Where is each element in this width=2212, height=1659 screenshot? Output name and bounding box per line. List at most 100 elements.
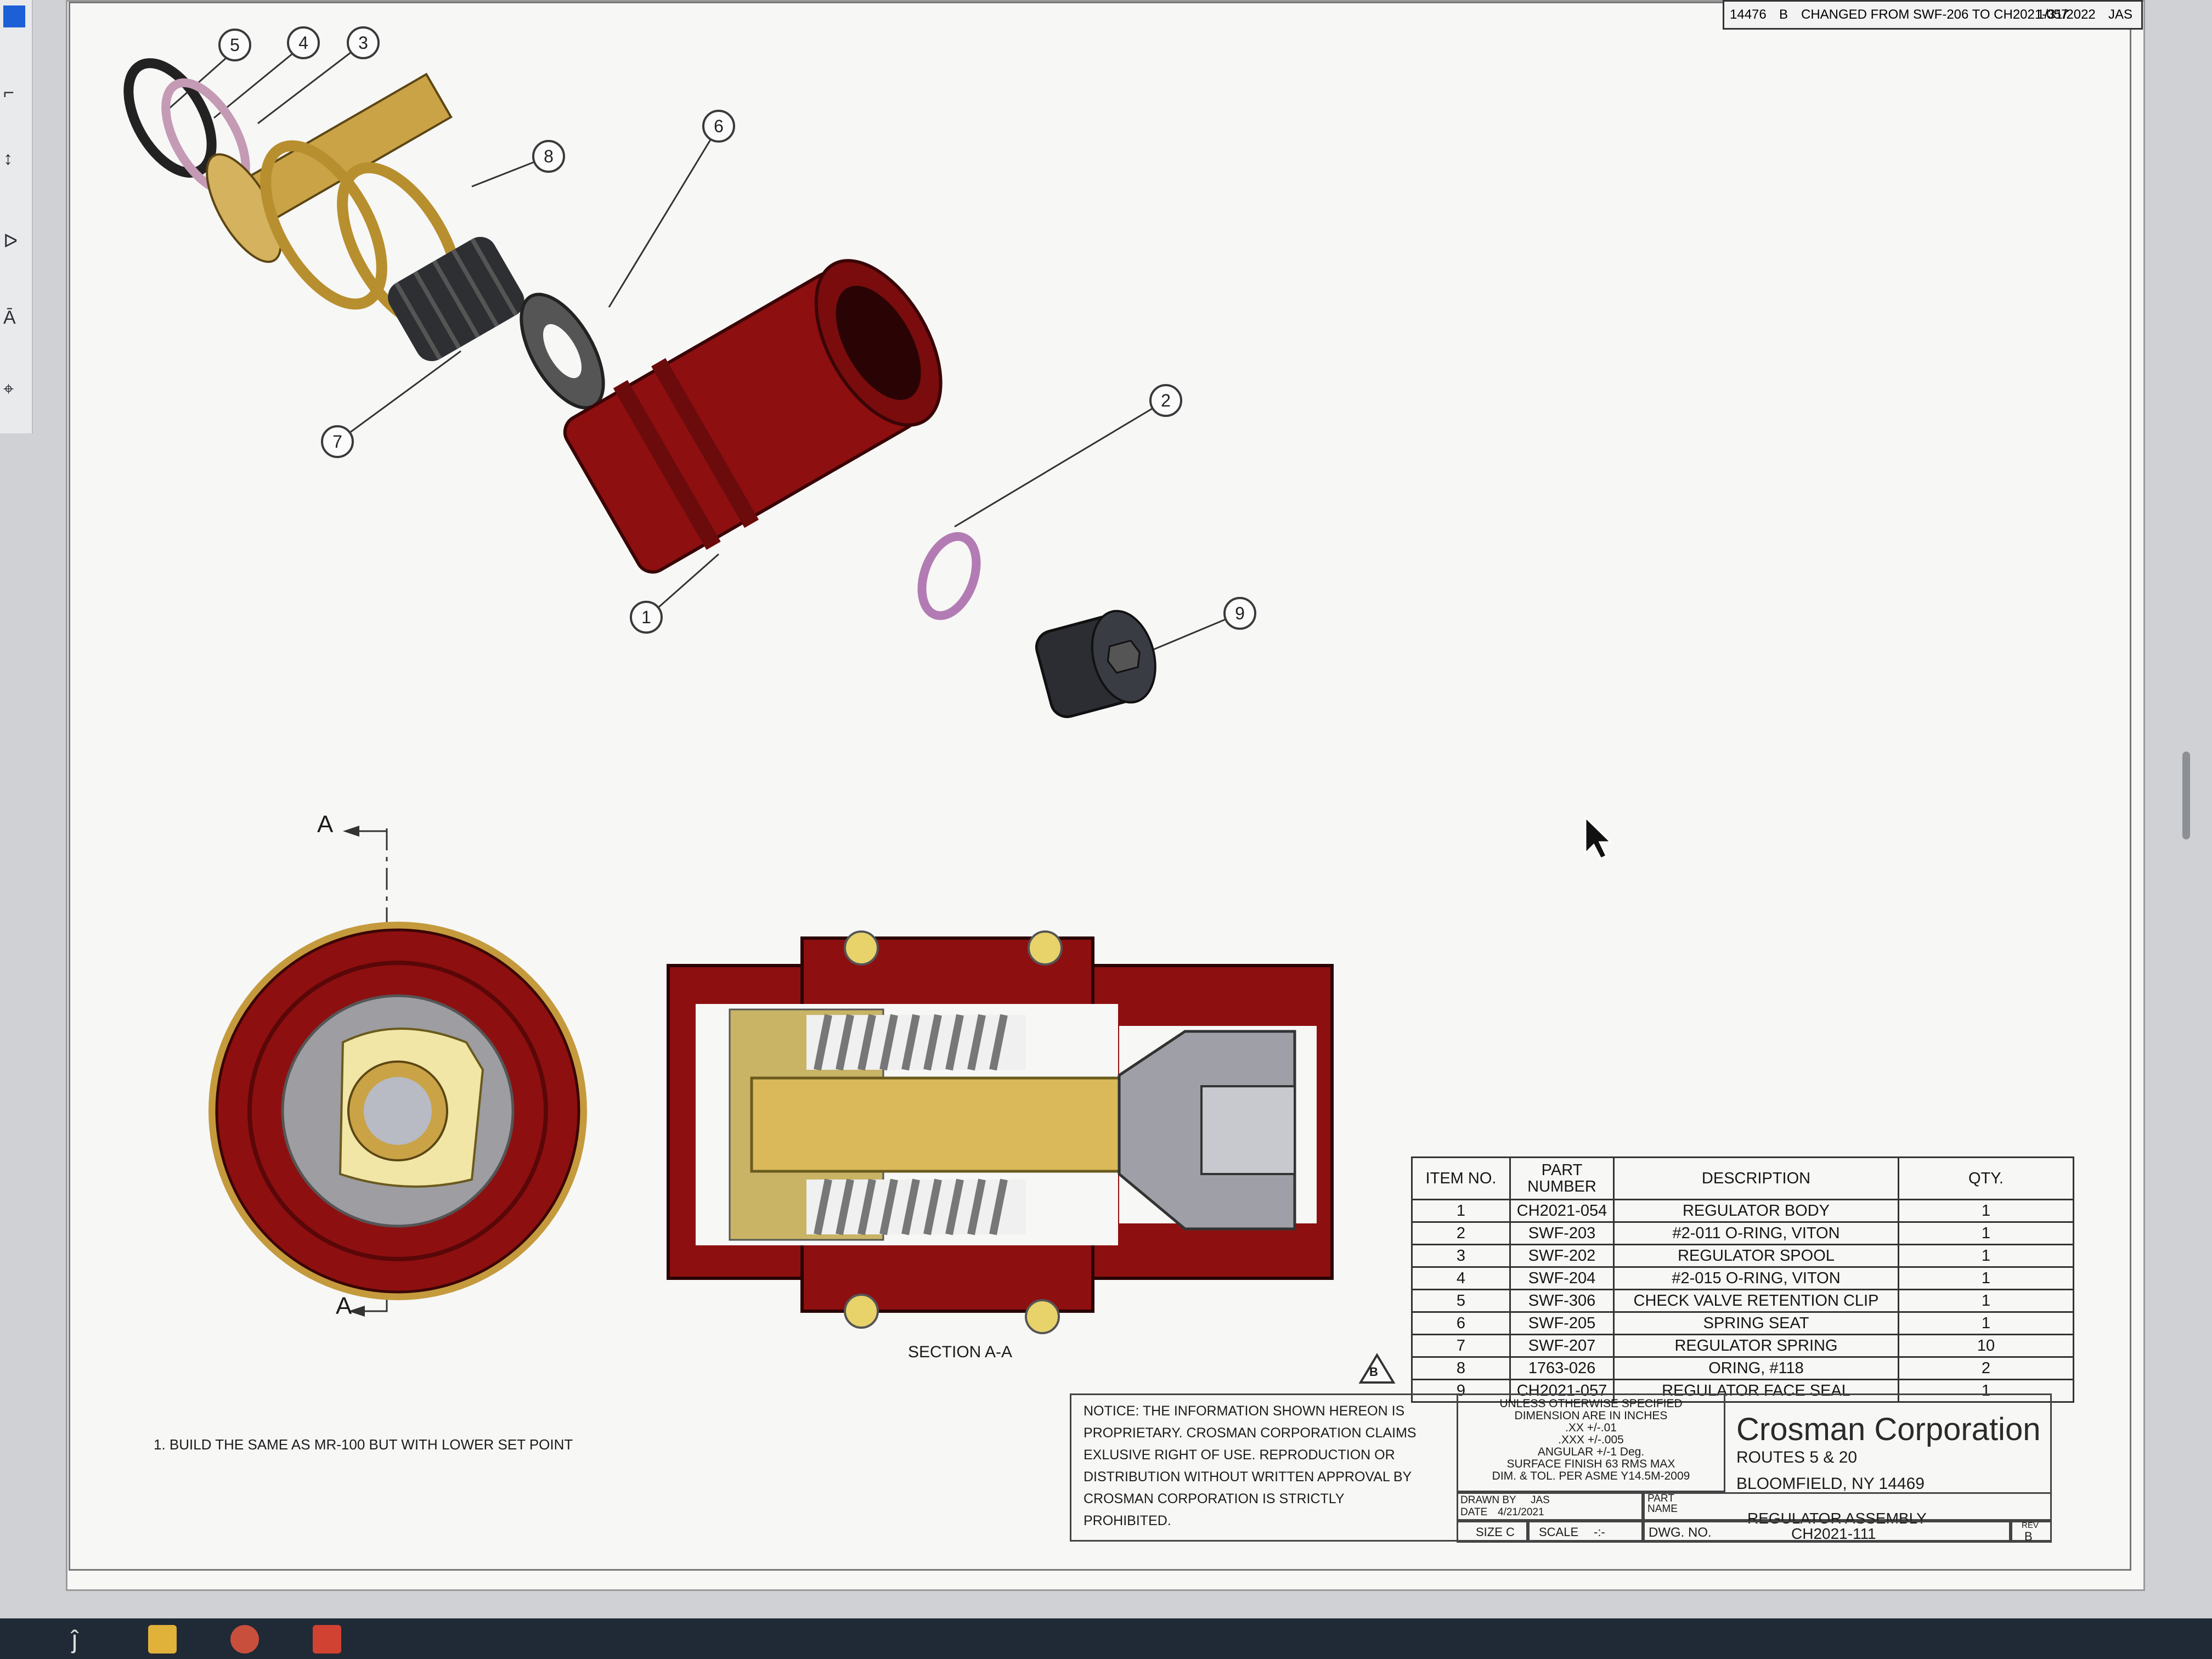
bom-item: 9 xyxy=(1411,1379,1511,1403)
mouse-cursor-icon xyxy=(1584,815,1613,860)
revision-table: 14476 B CHANGED FROM SWF-206 TO CH2021-0… xyxy=(1723,0,2143,30)
bom-item: 6 xyxy=(1411,1311,1511,1335)
tolerance-line: ANGULAR +/-1 Deg. xyxy=(1537,1446,1645,1458)
section-marker-bottom: A xyxy=(336,1293,352,1319)
note-tool-icon[interactable]: Ā xyxy=(3,307,16,328)
balloon-7: 7 xyxy=(321,425,354,458)
bom-description: REGULATOR BODY xyxy=(1613,1199,1899,1223)
bom-part: 1763-026 xyxy=(1509,1356,1615,1380)
search-icon[interactable]: ĵ xyxy=(71,1625,78,1654)
annotation-tool-icon[interactable]: ᐅ xyxy=(3,231,18,252)
cad-app-icon[interactable] xyxy=(313,1625,341,1654)
date-value: 4/21/2021 xyxy=(1498,1506,1544,1518)
part-name-label: PART NAME xyxy=(1647,1493,1678,1515)
section-marker-top: A xyxy=(317,811,334,838)
company-address-line1: ROUTES 5 & 20 xyxy=(1736,1448,1858,1466)
balloon-4: 4 xyxy=(287,26,320,59)
revision-by: JAS xyxy=(2108,7,2133,22)
balloon-1: 1 xyxy=(630,601,663,634)
bom-header-description: DESCRIPTION xyxy=(1613,1156,1899,1200)
rev-label: REV xyxy=(2022,1521,2039,1530)
bom-part: SWF-203 xyxy=(1509,1221,1615,1245)
bom-qty: 1 xyxy=(1898,1379,2074,1403)
dwg-no-cell xyxy=(1643,1521,2011,1543)
sheet-border xyxy=(69,2,2131,1571)
bom-qty: 1 xyxy=(1898,1244,2074,1268)
bom-part: SWF-202 xyxy=(1509,1244,1615,1268)
size-label: SIZE C xyxy=(1476,1525,1515,1539)
bom-qty: 1 xyxy=(1898,1266,2074,1290)
revision-flag: B xyxy=(1369,1365,1378,1379)
section-label: SECTION A-A xyxy=(908,1343,1013,1361)
bom-header-item: ITEM NO. xyxy=(1411,1156,1511,1200)
bom-description: SPRING SEAT xyxy=(1613,1311,1899,1335)
browser-icon[interactable] xyxy=(230,1625,259,1654)
balloon-3: 3 xyxy=(347,26,380,59)
drawn-by-cell xyxy=(1457,1492,1643,1521)
bom-part: CH2021-054 xyxy=(1509,1199,1615,1223)
sketch-tool-icon[interactable]: ⌐ xyxy=(3,82,14,103)
section-view xyxy=(667,930,1334,1334)
revision-date: 1/31/2022 xyxy=(2037,7,2096,22)
bom-part: SWF-204 xyxy=(1509,1266,1615,1290)
balloon-8: 8 xyxy=(532,140,565,173)
scale-label: SCALE xyxy=(1539,1525,1579,1539)
select-tool-icon[interactable] xyxy=(3,5,25,27)
size-cell xyxy=(1457,1521,1528,1543)
bom-qty: 1 xyxy=(1898,1311,2074,1335)
revision-description: CHANGED FROM SWF-206 TO CH2021-057 xyxy=(1801,7,2069,22)
revision-number: 14476 xyxy=(1730,7,1767,22)
bom-item: 4 xyxy=(1411,1266,1511,1290)
company-address-line2: BLOOMFIELD, NY 14469 xyxy=(1736,1475,1925,1493)
bom-description: REGULATOR FACE SEAL xyxy=(1613,1379,1899,1403)
drawn-by-label: DRAWN BY xyxy=(1460,1494,1516,1506)
bom-item: 2 xyxy=(1411,1221,1511,1245)
balloon-9: 9 xyxy=(1223,597,1256,630)
taskbar: ĵ xyxy=(0,1618,2212,1659)
bom-item: 1 xyxy=(1411,1199,1511,1223)
balloon-6: 6 xyxy=(702,110,735,143)
proprietary-notice: NOTICE: THE INFORMATION SHOWN HEREON IS … xyxy=(1084,1403,1417,1528)
drawing-note: 1. BUILD THE SAME AS MR-100 BUT WITH LOW… xyxy=(154,1436,573,1453)
dwg-no-label: DWG. NO. xyxy=(1649,1525,1712,1540)
bom-qty: 2 xyxy=(1898,1356,2074,1380)
tolerance-notes: UNLESS OTHERWISE SPECIFIED DIMENSION ARE… xyxy=(1459,1398,1723,1482)
rev-cell xyxy=(2011,1521,2052,1543)
bom-item: 3 xyxy=(1411,1244,1511,1268)
bom-header-part: PART NUMBER xyxy=(1509,1156,1615,1200)
tolerance-line: .XXX +/-.005 xyxy=(1558,1434,1624,1446)
vertical-scrollbar[interactable] xyxy=(2182,752,2190,839)
dwg-no-value: CH2021-111 xyxy=(1791,1525,1876,1542)
dimension-tool-icon[interactable]: ↕ xyxy=(3,148,13,169)
date-label: DATE xyxy=(1460,1506,1488,1518)
revision-letter: B xyxy=(1779,7,1788,22)
balloon-2: 2 xyxy=(1149,384,1182,417)
bom-item: 7 xyxy=(1411,1334,1511,1358)
bom-item: 5 xyxy=(1411,1289,1511,1313)
bom-description: #2-011 O-RING, VITON xyxy=(1613,1221,1899,1245)
tolerance-block xyxy=(1457,1393,1725,1492)
left-toolbar: ⌐ ↕ ᐅ Ā ⌖ xyxy=(0,0,33,433)
company-name: Crosman Corporation xyxy=(1736,1412,2041,1447)
bom-description: #2-015 O-RING, VITON xyxy=(1613,1266,1899,1290)
scale-value: -:- xyxy=(1594,1525,1605,1539)
bom-qty: 1 xyxy=(1898,1199,2074,1223)
drawn-by-value: JAS xyxy=(1531,1494,1550,1506)
bom-part: SWF-205 xyxy=(1509,1311,1615,1335)
part-name-cell xyxy=(1643,1492,2052,1521)
tolerance-line: UNLESS OTHERWISE SPECIFIED xyxy=(1499,1397,1683,1410)
bom-qty: 1 xyxy=(1898,1221,2074,1245)
file-explorer-icon[interactable] xyxy=(148,1625,177,1654)
view-tool-icon[interactable]: ⌖ xyxy=(3,379,14,399)
tolerance-line: DIMENSION ARE IN INCHES xyxy=(1514,1409,1668,1422)
